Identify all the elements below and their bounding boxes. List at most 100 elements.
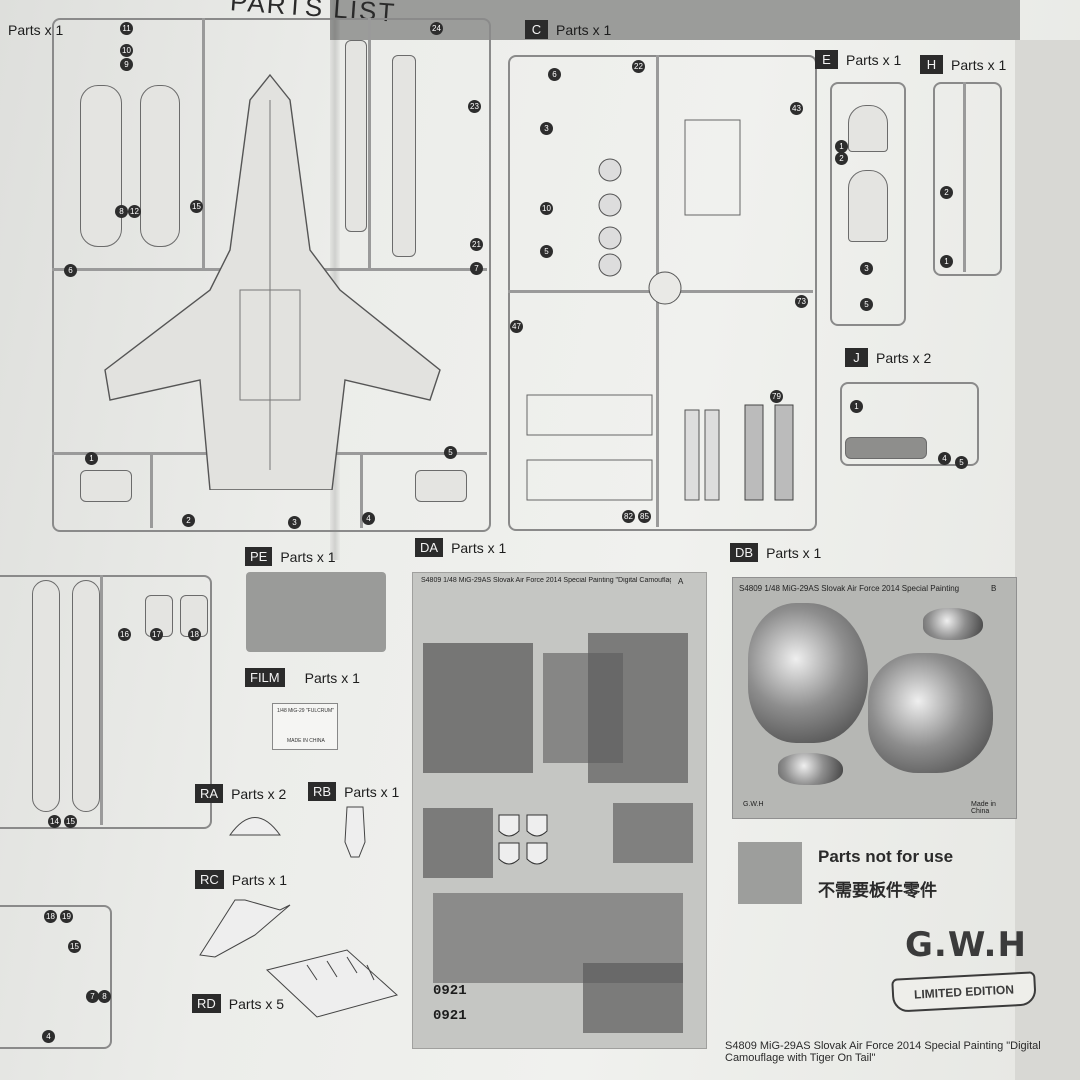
film-sheet: 1/48 MiG-29 "FULCRUM" MADE IN CHINA [272,703,338,750]
brand-logo: G.W.H [905,925,1027,965]
tiger-decal [923,608,983,640]
part-number: 7 [470,262,483,275]
part-piece [415,470,467,502]
roundel-decal [498,814,548,865]
part-number: 6 [548,68,561,81]
part-number: 5 [540,245,553,258]
header-bar [330,0,1020,40]
decal-sheet-da: S4809 1/48 MiG-29AS Slovak Air Force 201… [412,572,707,1049]
resin-part-rb [344,806,366,858]
part-number: 1 [835,140,848,153]
film-text: 1/48 MiG-29 "FULCRUM" [277,708,334,714]
part-number: 24 [430,22,443,35]
edition-label: LIMITED EDITION [913,982,1015,1002]
group-label-da: DA Parts x 1 [415,538,506,557]
part-number: 85 [638,510,651,523]
part-piece [80,85,122,247]
group-label-e: E Parts x 1 [815,50,901,69]
sprue-frame-h [933,82,1002,276]
part-number: 23 [468,100,481,113]
group-label-rb: RB Parts x 1 [308,782,399,801]
decal-brand: G.W.H [743,801,764,808]
tiger-decal [778,753,843,785]
part-number: 7 [86,990,99,1003]
part-number: 2 [182,514,195,527]
part-number: 15 [190,200,203,213]
part-number: 82 [622,510,635,523]
part-number: 2 [940,186,953,199]
part-number: 4 [42,1030,55,1043]
part-number: 8 [98,990,111,1003]
decal-header: S4809 1/48 MiG-29AS Slovak Air Force 201… [421,577,671,584]
sprue-runner [360,455,363,528]
group-label-rd: RD Parts x 5 [192,994,284,1013]
tiger-decal [748,603,868,743]
part-number: 47 [510,320,523,333]
group-label-rc: RC Parts x 1 [195,870,287,889]
serial-decal: 0921 [433,983,467,999]
resin-part-rd [265,949,399,1018]
group-label-ra: RA Parts x 2 [195,784,286,803]
decal-made-in: Made in China [971,801,996,815]
camouflage-decal [588,633,688,783]
camouflage-decal [583,963,683,1033]
group-label-c: C Parts x 1 [525,20,611,39]
sprue-runner [150,455,153,528]
sprue-c-parts [526,119,794,501]
sprue-frame-c [508,55,817,531]
part-number: 2 [835,152,848,165]
part-number: 5 [955,456,968,469]
part-number: 19 [60,910,73,923]
part-number: 43 [790,102,803,115]
sprue-runner [100,575,103,825]
decal-header: S4809 1/48 MiG-29AS Slovak Air Force 201… [739,584,960,593]
part-number: 18 [188,628,201,641]
part-number: 1 [850,400,863,413]
part-number: 1 [940,255,953,268]
part-number: 21 [470,238,483,251]
camouflage-decal [423,643,533,773]
part-number: 16 [118,628,131,641]
part-piece [80,470,132,502]
sprue-frame-a [0,575,212,829]
not-for-use-label-zh: 不需要板件零件 [818,881,937,900]
sprue-frame-d [0,905,112,1049]
resin-part-ra [229,817,281,836]
decal-sheet-letter: A [678,577,684,586]
part-number: 15 [68,940,81,953]
part-number: 3 [288,516,301,529]
part-number: 79 [770,390,783,403]
group-label-pe: PE Parts x 1 [245,547,336,566]
part-number: 4 [362,512,375,525]
part-number: 3 [540,122,553,135]
part-number: 73 [795,295,808,308]
not-for-use-swatch [738,842,802,904]
fuel-tank-part [32,580,60,812]
part-number: 1 [85,452,98,465]
part-number: 8 [115,205,128,218]
resin-part-rc [199,899,291,958]
part-number: 5 [860,298,873,311]
part-number: 18 [44,910,57,923]
group-label-db: DB Parts x 1 [730,543,821,562]
sprue-frame-b [52,18,491,532]
group-label-b: Parts x 1 [8,22,64,38]
part-number: 11 [120,22,133,35]
tiger-decal [868,653,993,773]
page-fold [330,0,340,560]
part-number: 10 [120,44,133,57]
part-number: 14 [48,815,61,828]
decal-sheet-letter: B [991,584,997,593]
sprue-runner [963,82,966,272]
part-number: 5 [444,446,457,459]
part-number: 6 [64,264,77,277]
camouflage-decal [423,808,493,878]
part-piece [845,437,927,459]
sprue-frame-e [830,82,906,326]
canopy-part [848,105,888,152]
part-number: 10 [540,202,553,215]
decal-sheet-db: S4809 1/48 MiG-29AS Slovak Air Force 201… [732,577,1017,819]
part-number: 15 [64,815,77,828]
part-number: 9 [120,58,133,71]
part-number: 12 [128,205,141,218]
